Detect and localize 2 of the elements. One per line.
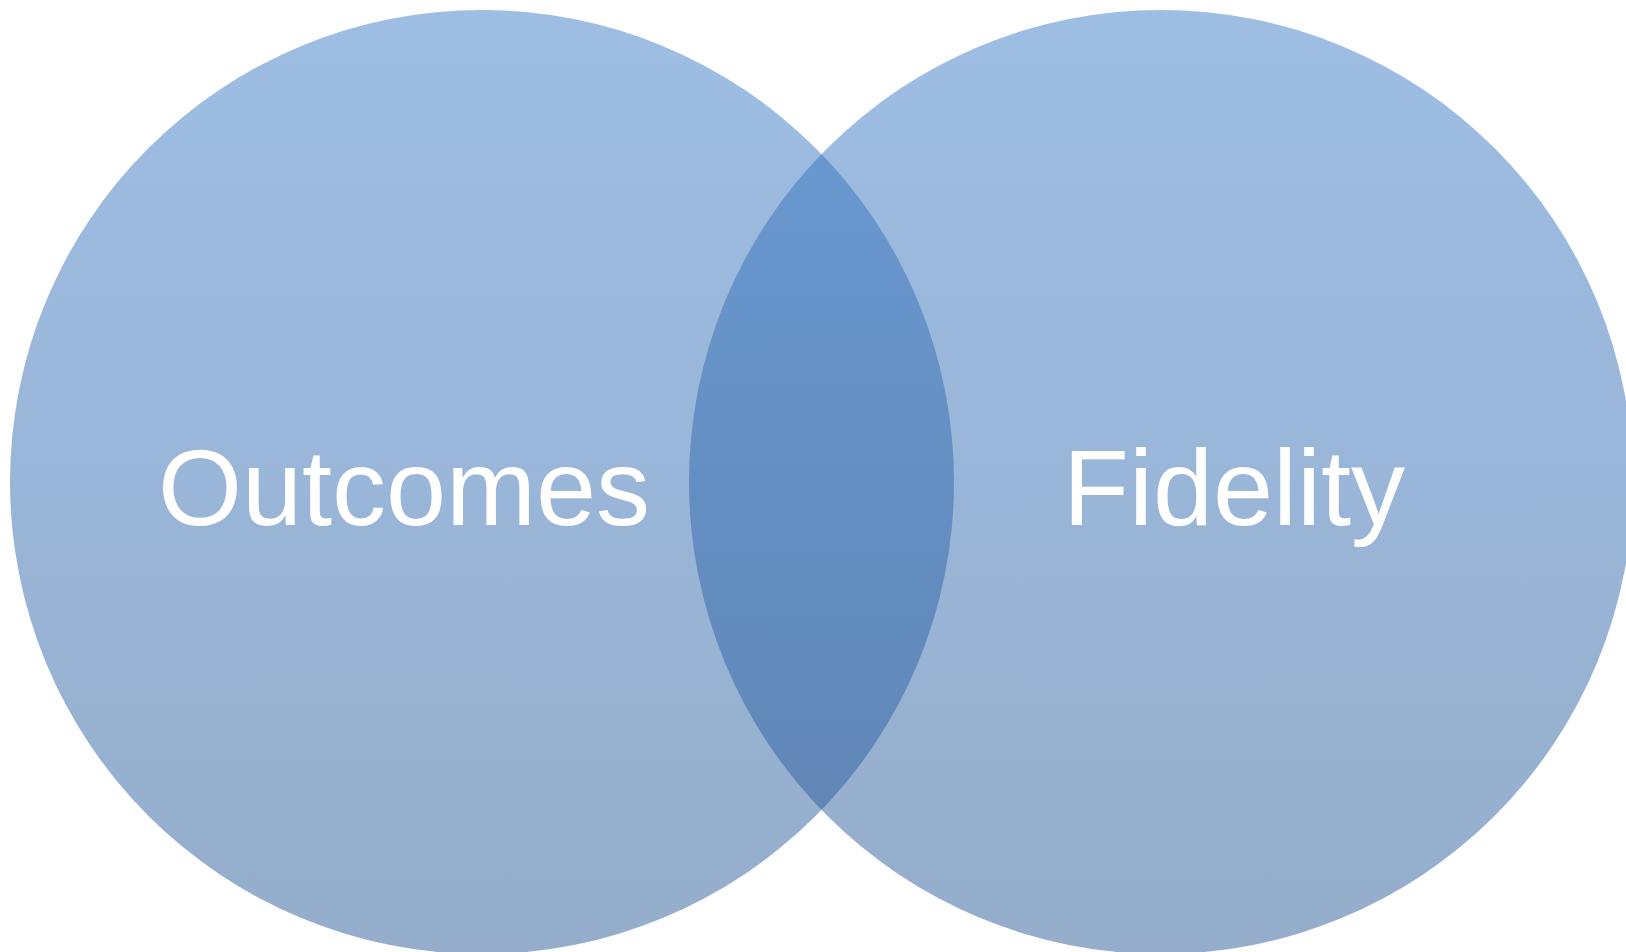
set-label: Outcomes [157, 425, 651, 550]
set-label: Fidelity [1062, 425, 1406, 550]
